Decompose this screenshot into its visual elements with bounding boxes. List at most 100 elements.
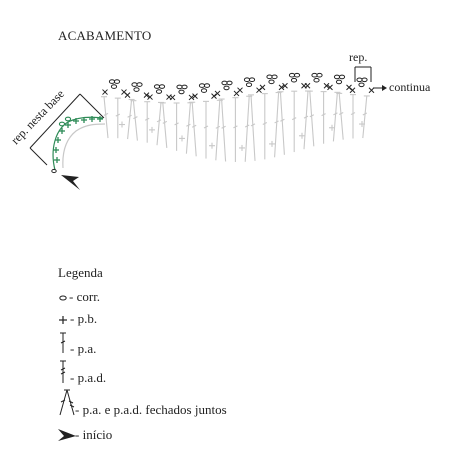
continue-arrow-icon — [373, 85, 387, 91]
stitch-post-bar — [333, 112, 338, 116]
stitch-post-bar — [291, 117, 297, 121]
chain-loop — [133, 87, 140, 92]
stitch-post-bar — [262, 122, 268, 125]
continue-label: continua — [389, 80, 431, 94]
stitch-post-bar — [127, 114, 132, 118]
sc-mark — [259, 84, 266, 91]
chain-loop — [221, 80, 228, 86]
stitch-post — [362, 95, 368, 139]
stitch-post-bar — [274, 120, 279, 124]
stitch-post-bar — [191, 124, 197, 128]
stitch-post — [338, 93, 344, 140]
stitch-post — [156, 102, 162, 146]
stitch-post-bar — [362, 112, 368, 116]
stitch-post — [303, 90, 309, 150]
chain-loop — [198, 83, 206, 88]
chain-loop — [361, 77, 368, 83]
chain-loop — [356, 77, 363, 83]
chain-loop — [226, 80, 233, 86]
legend-title: Legenda — [58, 265, 103, 280]
chain-loop — [288, 72, 296, 78]
stitch-post — [215, 100, 221, 161]
chain-loop — [268, 79, 275, 85]
chain-loop — [153, 84, 161, 89]
sc-mark — [368, 87, 375, 94]
sc-mark — [188, 94, 195, 101]
chain-loop — [335, 79, 343, 85]
stitch-post — [279, 91, 285, 155]
sc-mark — [278, 84, 285, 91]
stitch-post — [132, 100, 138, 141]
stitch-post-bar — [244, 124, 250, 128]
stitch-post — [185, 102, 191, 154]
stitch-post — [103, 96, 109, 139]
legend-label-chain: - corr. — [69, 289, 101, 304]
chain-loop — [181, 84, 188, 90]
stitch-post-bar — [115, 113, 121, 117]
legend-label-start: - início — [75, 427, 113, 442]
chain-loop — [290, 77, 298, 83]
stitch-post-bar — [303, 115, 309, 119]
chain-loop — [293, 72, 301, 78]
stitch-post-bar — [144, 117, 150, 121]
chain-loop — [113, 79, 121, 84]
chain-loop — [131, 82, 138, 87]
stitch-post — [274, 92, 280, 158]
chain-stitch-icon — [59, 295, 67, 301]
chain-loop — [136, 82, 143, 87]
rep-base-bracket — [29, 93, 105, 166]
start-arrow-icon — [58, 429, 76, 441]
sc-mark — [346, 84, 352, 91]
chain-loop — [338, 74, 346, 80]
stitch-post-bar — [321, 113, 326, 117]
chain-loop — [178, 89, 185, 95]
chain-loop — [155, 89, 163, 94]
start-chain-loop — [51, 168, 57, 174]
sc-mark — [327, 84, 333, 91]
legend-label-cluster: - p.a. e p.a.d. fechados juntos — [75, 402, 227, 417]
sc-mark — [304, 82, 311, 89]
sc-mark — [214, 90, 221, 97]
start-chain-loop — [64, 116, 72, 122]
stitch-post-bar — [133, 116, 138, 120]
stitch-fans — [101, 90, 370, 162]
stitch-post-bar — [250, 123, 256, 127]
stitch-post — [162, 102, 168, 149]
stitch-post-bar — [309, 114, 315, 118]
chain-loop — [108, 79, 116, 84]
sc-mark — [124, 92, 131, 98]
single-crochet-icon — [59, 316, 67, 324]
sc-mark — [169, 94, 176, 101]
diagram-start-arrow-icon — [61, 175, 80, 190]
stitch-post-bar — [103, 112, 109, 116]
diagram-title: ACABAMENTO — [58, 28, 152, 43]
rep-label: rep. — [349, 50, 367, 64]
chain-loop — [200, 88, 208, 93]
stitch-post — [332, 92, 338, 142]
stitch-post-bar — [215, 125, 221, 129]
stitch-post-bar — [280, 118, 285, 122]
chain-loop — [316, 72, 323, 78]
sc-mark — [102, 89, 108, 95]
stitch-post-bar — [156, 119, 162, 123]
stitch-post-bar — [233, 125, 238, 129]
chain-loop — [311, 72, 318, 78]
chain-loop — [176, 84, 183, 90]
treble-crochet-icon — [60, 360, 66, 383]
start-section-marks — [51, 116, 103, 174]
stitch-post-bar — [221, 125, 226, 129]
sc-mark — [349, 87, 356, 94]
sc-mark — [192, 93, 198, 99]
stitch-post-bar — [186, 123, 191, 127]
chain-loop — [313, 77, 320, 83]
sc-mark — [323, 82, 330, 89]
stitch-post — [309, 91, 315, 147]
legend-label-double-crochet: - p.a. — [70, 341, 97, 356]
legend-label-treble-crochet: - p.a.d. — [70, 370, 107, 385]
stitch-post-bar — [350, 112, 356, 116]
chain-loop — [248, 77, 256, 83]
sc-mark — [211, 93, 217, 99]
stitch-post-bar — [338, 112, 344, 116]
chain-loop — [358, 82, 365, 88]
stitch-post — [250, 94, 256, 161]
